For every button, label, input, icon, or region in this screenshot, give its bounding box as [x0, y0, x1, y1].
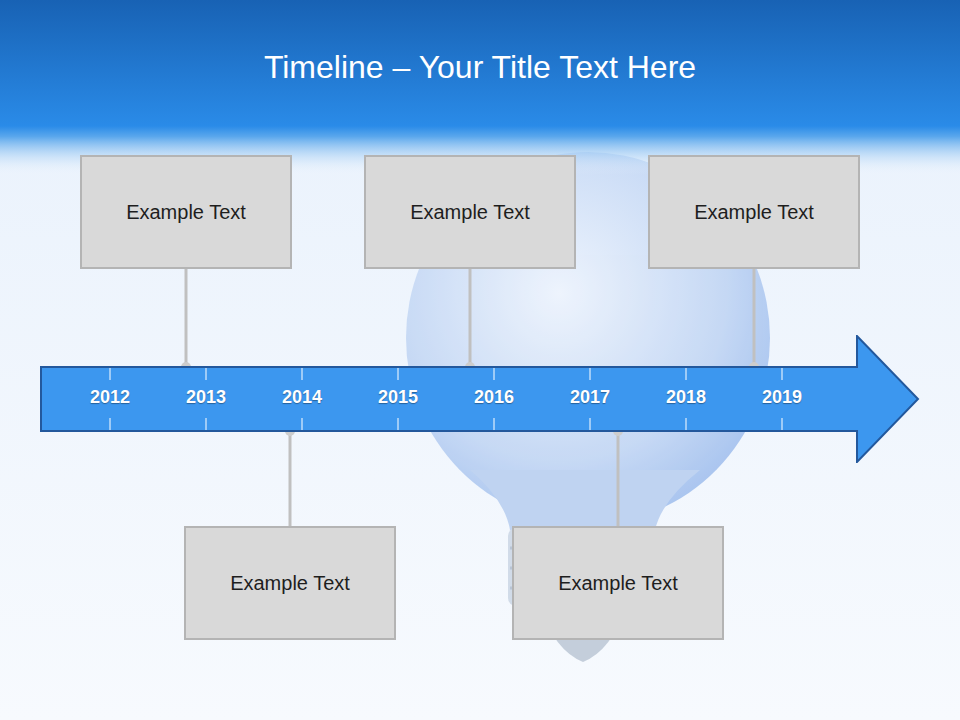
year-tick — [110, 368, 111, 380]
text-box: Example Text — [648, 155, 860, 269]
text-box: Example Text — [364, 155, 576, 269]
year-tick — [494, 418, 495, 430]
year-tick — [110, 418, 111, 430]
year-tick — [686, 418, 687, 430]
year-label: 2014 — [282, 388, 322, 406]
year-label: 2012 — [90, 388, 130, 406]
year-ticks — [110, 368, 782, 430]
year-label: 2016 — [474, 388, 514, 406]
connector-line — [753, 269, 756, 367]
year-tick — [782, 418, 783, 430]
text-box: Example Text — [184, 526, 396, 640]
leader-connector — [285, 426, 295, 526]
box-text: Example Text — [126, 200, 246, 224]
year-tick — [590, 368, 591, 380]
year-tick — [206, 368, 207, 380]
leader-connector — [465, 269, 475, 372]
year-tick — [206, 418, 207, 430]
leader-connector — [749, 269, 759, 372]
slide-title: Timeline – Your Title Text Here — [0, 45, 960, 89]
header-band — [0, 0, 960, 175]
year-label: 2018 — [666, 388, 706, 406]
connector-line — [185, 269, 188, 367]
year-label: 2013 — [186, 388, 226, 406]
leader-connector — [613, 426, 623, 526]
box-text: Example Text — [230, 571, 350, 595]
year-label: 2019 — [762, 388, 802, 406]
text-box: Example Text — [80, 155, 292, 269]
timeline-arrow: 2012 2013 2014 2015 2016 2017 2018 2019 — [40, 335, 920, 463]
box-text: Example Text — [410, 200, 530, 224]
text-box: Example Text — [512, 526, 724, 640]
connector-line — [617, 431, 620, 526]
year-tick — [302, 368, 303, 380]
year-tick — [398, 368, 399, 380]
connector-line — [289, 431, 292, 526]
leader-connector — [181, 269, 191, 372]
connector-line — [469, 269, 472, 367]
arrow-shape — [41, 336, 918, 462]
year-tick — [494, 368, 495, 380]
year-tick — [686, 368, 687, 380]
year-tick — [590, 418, 591, 430]
bulb-neck — [470, 470, 700, 530]
box-text: Example Text — [558, 571, 678, 595]
year-label: 2017 — [570, 388, 610, 406]
box-text: Example Text — [694, 200, 814, 224]
year-tick — [782, 368, 783, 380]
year-tick — [302, 418, 303, 430]
year-tick — [398, 418, 399, 430]
year-label: 2015 — [378, 388, 418, 406]
